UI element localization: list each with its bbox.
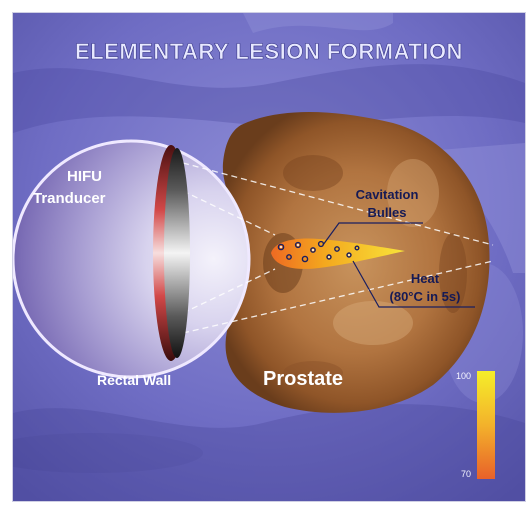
heat-label-line2: (80°C in 5s) — [390, 289, 461, 304]
diagram-canvas: ELEMENTARY LESION FORMATION HIFU Tranduc… — [12, 12, 526, 502]
heat-label-line1: Heat — [411, 271, 440, 286]
transducer-label-line1: HIFU — [67, 168, 102, 185]
prostate-label: Prostate — [263, 368, 343, 390]
transducer-label-line2: Tranducer — [33, 190, 106, 207]
temperature-scale-bar — [477, 371, 495, 479]
rectal-wall-label: Rectal Wall — [97, 372, 171, 388]
diagram-title: ELEMENTARY LESION FORMATION — [75, 39, 463, 64]
cavitation-label-line2: Bulles — [367, 205, 406, 220]
lesion-diagram: ELEMENTARY LESION FORMATION HIFU Tranduc… — [13, 13, 525, 501]
cavitation-label-line1: Cavitation — [356, 187, 419, 202]
rectal-wall — [13, 141, 249, 377]
scale-min-label: 70 — [461, 469, 471, 479]
transducer-lens — [164, 148, 190, 358]
scale-max-label: 100 — [456, 371, 471, 381]
